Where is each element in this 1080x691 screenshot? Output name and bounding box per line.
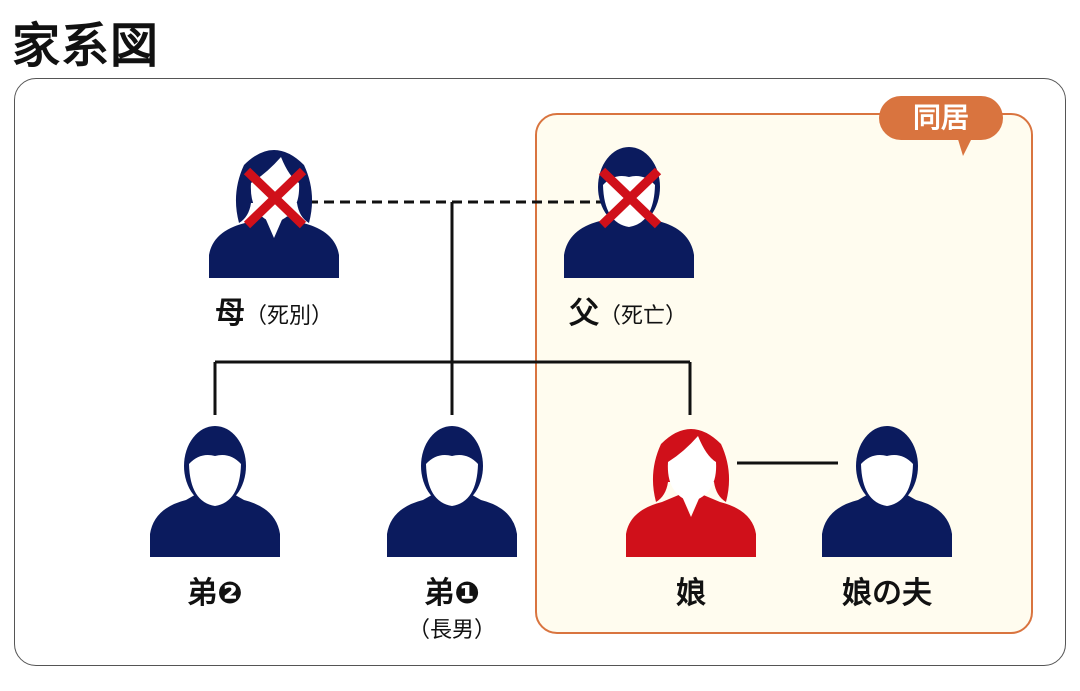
badge-tail <box>957 136 973 156</box>
cohabitation-badge: 同居 <box>879 96 1003 140</box>
father-label: 父（死亡） <box>528 288 728 332</box>
brother1-icon <box>387 426 517 557</box>
mother-label: 母（死別） <box>174 288 374 332</box>
daughter-husband-label: 娘の夫 <box>842 576 932 611</box>
daughter-icon <box>626 429 756 557</box>
brother2-icon <box>150 426 280 557</box>
mother-name: 母 <box>214 296 245 331</box>
daughter-husband-icon <box>822 426 952 557</box>
mother-icon <box>209 150 339 278</box>
brother2-label: 弟❷ <box>187 576 243 611</box>
diagram-frame <box>14 78 1066 666</box>
brother1-label: 弟❶ <box>424 576 480 611</box>
page-title: 家系図 <box>12 18 160 74</box>
father-note: （死亡） <box>598 304 687 329</box>
father-name: 父 <box>568 296 599 331</box>
mother-note: （死別） <box>244 304 333 329</box>
brother1-note: （長男） <box>407 618 496 643</box>
father-icon <box>564 147 694 278</box>
daughter-label: 娘 <box>676 576 706 611</box>
